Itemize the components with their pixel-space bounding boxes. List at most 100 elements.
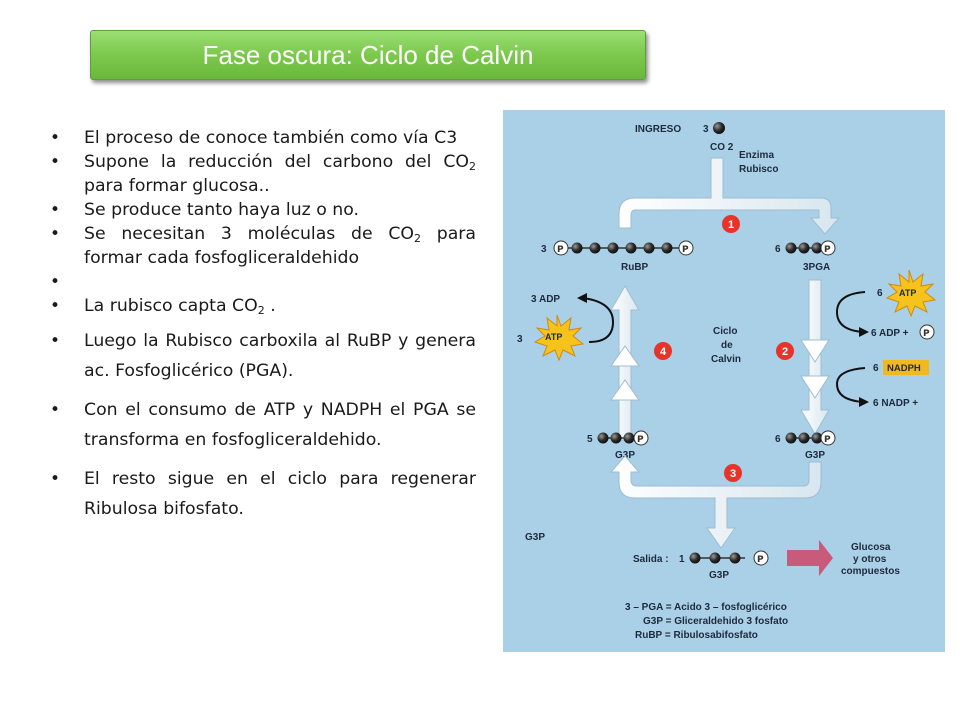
nadph-count: 6	[873, 363, 879, 374]
step-2-marker	[776, 342, 794, 360]
phosphate-label: P	[757, 555, 764, 565]
calvin-cycle-figure: INGRESO 3 CO 2 Enzima Rubisco 1 3 P P Ru…	[503, 110, 945, 652]
slide-title-text: Fase oscura: Ciclo de Calvin	[202, 39, 534, 70]
step-3-number: 3	[730, 468, 736, 480]
co2-label: CO 2	[710, 142, 734, 153]
legend-pga: 3 – PGA = Acido 3 – fosfoglicérico	[625, 602, 787, 613]
arrowhead-icon	[577, 293, 587, 303]
legend-rubp: RuBP = Ribulosabifosfato	[635, 630, 758, 641]
calvin-label: Calvin	[711, 354, 741, 365]
pga-label: 3PGA	[803, 262, 830, 273]
bullet-text: La rubisco capta CO	[84, 296, 258, 316]
step-3-marker	[724, 464, 742, 482]
bullet-text: para formar cada fosfogliceraldehido	[84, 224, 476, 268]
phosphate-label: P	[557, 245, 564, 255]
adp-left-label: 3 ADP	[531, 294, 560, 305]
ingreso-label: INGRESO	[635, 124, 681, 135]
atp-right-count: 6	[877, 288, 883, 299]
atp-left-label: ATP	[545, 332, 562, 342]
bullet-item: La rubisco capta CO2 .	[50, 294, 476, 318]
bullet-text: Se necesitan 3 moléculas de CO	[84, 224, 415, 244]
nadph-box	[883, 360, 929, 375]
arrow-chevron	[800, 375, 830, 399]
bullet-text: El resto sigue en el ciclo para regenera…	[84, 469, 476, 519]
bullet-text: .	[264, 296, 276, 316]
nadp-label: 6 NADP +	[873, 398, 918, 409]
exit-arrow-icon	[787, 540, 833, 576]
phosphate-icon	[820, 240, 836, 256]
g3p-right-count: 6	[775, 434, 781, 445]
pga-count: 6	[775, 244, 781, 255]
bullet-subscript: 2	[257, 304, 265, 317]
arrowhead-icon	[859, 327, 869, 337]
step-4-number: 4	[660, 346, 667, 358]
adp-curve-arrow	[582, 297, 615, 343]
step-2-number: 2	[782, 346, 788, 358]
glucosa-label: Glucosa	[851, 542, 891, 553]
enzima-label: Enzima	[739, 150, 774, 161]
bullet-subscript: 2	[469, 160, 476, 173]
atp-curve-arrow	[835, 291, 866, 333]
bullet-item: Supone la reducción del carbono del CO2 …	[50, 150, 476, 198]
g3p-right-chain	[785, 432, 823, 444]
bullet-text: Se produce tanto haya luz o no.	[84, 200, 360, 220]
phosphate-label: P	[923, 329, 930, 339]
phosphate-icon	[820, 430, 836, 446]
adp-right-label: 6 ADP +	[871, 328, 909, 339]
slide-title: Fase oscura: Ciclo de Calvin	[90, 30, 646, 80]
bullet-item: Se necesitan 3 moléculas de CO2 para for…	[50, 222, 476, 270]
g3p-exit-chain	[689, 552, 745, 564]
rubp-label: RuBP	[621, 262, 649, 273]
bullet-spacer	[50, 270, 476, 294]
phosphate-label: P	[637, 435, 644, 445]
phosphate-icon	[633, 430, 649, 446]
calvin-cycle-diagram: INGRESO 3 CO 2 Enzima Rubisco 1 3 P P Ru…	[517, 122, 937, 641]
atp-right-label: ATP	[899, 288, 916, 298]
arrowhead-icon	[859, 397, 869, 407]
ingreso-count: 3	[703, 124, 709, 135]
g3p-right-label: G3P	[805, 450, 825, 461]
bullet-item: El proceso de conoce también como vía C3	[50, 126, 476, 150]
bullet-item: El resto sigue en el ciclo para regenera…	[50, 464, 476, 524]
g3p-left-count: 5	[587, 434, 593, 445]
step-1-marker	[722, 215, 740, 233]
atp-starburst-icon	[533, 314, 585, 362]
pga-chain	[785, 242, 823, 254]
ciclo-de-label: de	[721, 340, 733, 351]
legend-g3p: G3P = Gliceraldehido 3 fosfato	[643, 616, 788, 627]
compuestos-label: compuestos	[841, 566, 900, 577]
phosphate-label: P	[824, 245, 831, 255]
phosphate-icon	[753, 550, 769, 566]
arrow-chevron	[610, 379, 640, 401]
atp-starburst-icon	[885, 269, 937, 318]
rubp-count: 3	[541, 244, 547, 255]
phosphate-icon	[919, 324, 935, 340]
ciclo-label: Ciclo	[713, 326, 737, 337]
rubp-chain	[568, 242, 679, 254]
bullet-text: Luego la Rubisco carboxila al RuBP y gen…	[84, 331, 476, 381]
bullet-list: El proceso de conoce también como vía C3…	[50, 126, 476, 524]
atp-left-count: 3	[517, 334, 523, 345]
rubisco-label: Rubisco	[739, 164, 778, 175]
phosphate-icon	[678, 240, 694, 256]
bullet-text: Supone la reducción del carbono del CO	[84, 152, 469, 172]
nadph-curve-arrow	[835, 367, 866, 403]
bullet-item: Se produce tanto haya luz o no.	[50, 198, 476, 222]
g3p-left-chain	[597, 432, 635, 444]
phosphate-label: P	[682, 245, 689, 255]
bullet-text: Con el consumo de ATP y NADPH el PGA se …	[84, 400, 476, 450]
phosphate-label: P	[824, 435, 831, 445]
nadph-label: NADPH	[887, 363, 921, 374]
arrow-chevron	[610, 345, 640, 367]
bullet-text: para formar glucosa..	[84, 176, 270, 196]
arrow-chevron	[800, 339, 830, 363]
bullet-text: El proceso de conoce también como vía C3	[84, 128, 458, 148]
y-otros-label: y otros	[853, 554, 887, 565]
bullet-item: Con el consumo de ATP y NADPH el PGA se …	[50, 395, 476, 455]
g3p-exit-label: G3P	[709, 570, 729, 581]
g3p-exit-side-label: G3P	[525, 532, 545, 543]
bullet-item: Luego la Rubisco carboxila al RuBP y gen…	[50, 326, 476, 386]
top-arc-arrow	[618, 157, 841, 235]
salida-label: Salida :	[633, 554, 669, 565]
step-1-number: 1	[728, 219, 734, 231]
